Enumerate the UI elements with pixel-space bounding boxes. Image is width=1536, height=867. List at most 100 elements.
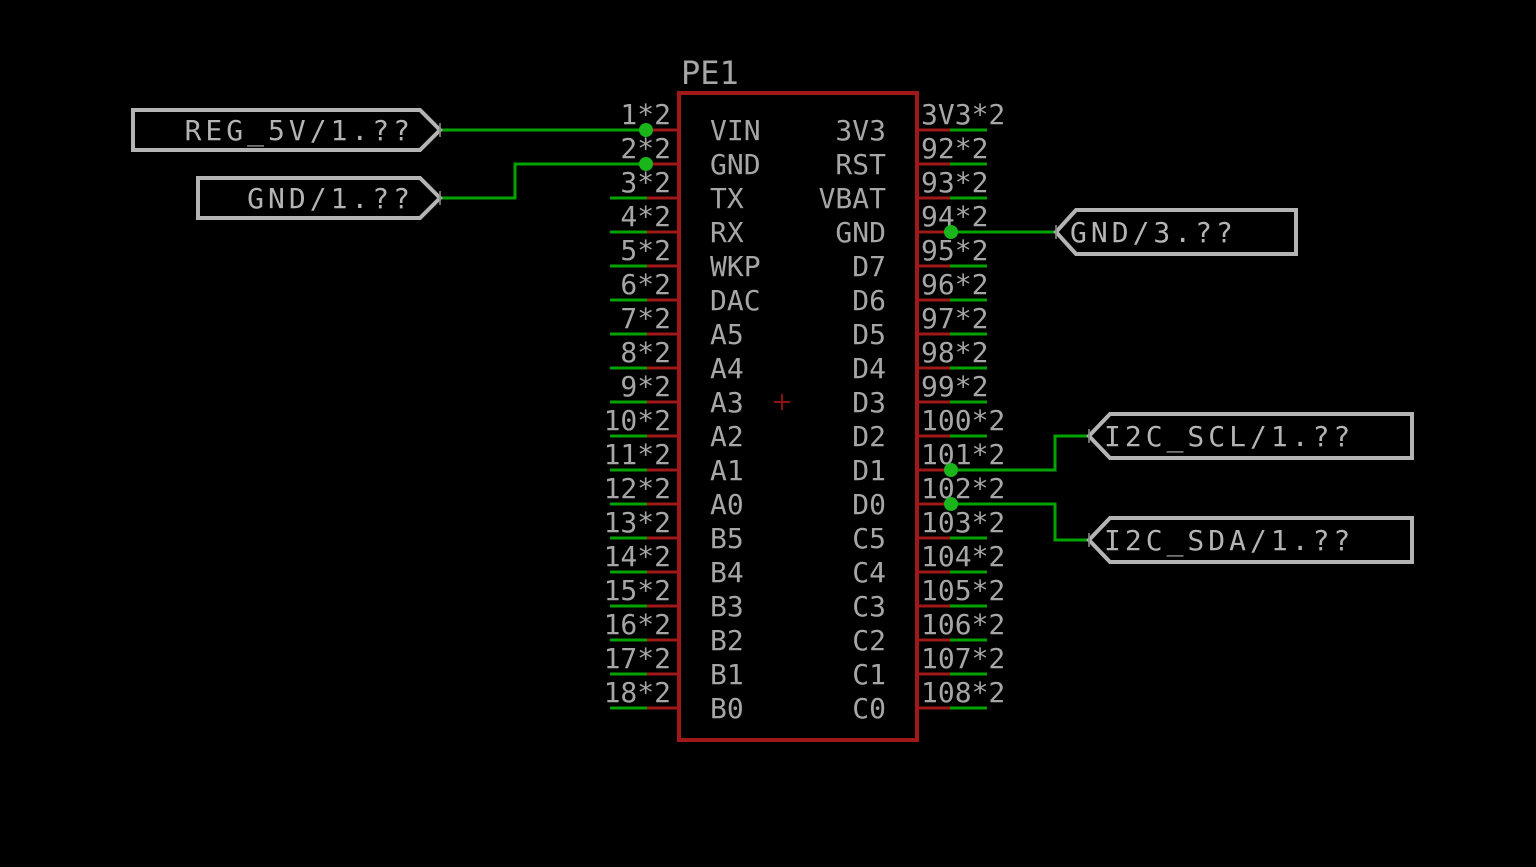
pin-row-right: 108*2C0: [852, 676, 1005, 725]
pin-row-right: 105*2 C3: [852, 574, 1005, 623]
pin-row-right: 97*2D5: [852, 302, 988, 351]
pin-number-label: 92*2: [921, 132, 988, 165]
net-flag-outline[interactable]: [196, 176, 443, 220]
pin-name-label: A0: [710, 488, 744, 521]
component-ref[interactable]: PE1: [681, 54, 739, 92]
net-flag-text: GND/3.??: [1070, 216, 1237, 249]
junction-dot: [639, 123, 653, 137]
pin-name-label: B1: [710, 658, 744, 691]
net-flag-i2c-scl[interactable]: I2C_SCL/1.??: [1086, 412, 1414, 460]
pin-number-label: 16*2: [604, 608, 671, 641]
net-flag-reg-5v[interactable]: REG_5V/1.??: [131, 108, 443, 152]
pin-row-left: 6*2 DAC: [610, 268, 761, 317]
net-flag-outline[interactable]: [1086, 412, 1414, 460]
pin-name-label: D1: [852, 454, 886, 487]
pin-number-label: 18*2: [604, 676, 671, 709]
pin-name-label: D2: [852, 420, 886, 453]
pin-row-left: 16*2 B2: [604, 608, 744, 657]
pin-number-label: 14*2: [604, 540, 671, 573]
pin-number-label: 100*2: [921, 404, 1005, 437]
net-flag-gnd-1[interactable]: GND/1.??: [196, 176, 443, 220]
net-flag-text: REG_5V/1.??: [185, 114, 414, 148]
pin-name-label: RX: [710, 216, 744, 249]
pin-number-label: 97*2: [921, 302, 988, 335]
pin-number-label: 5*2: [620, 234, 671, 267]
net-flag-outline[interactable]: [131, 108, 443, 152]
pin-name-label: C3: [852, 590, 886, 623]
junction-dot: [944, 463, 958, 477]
component-body[interactable]: [677, 91, 919, 742]
pin-number-label: 106*2: [921, 608, 1005, 641]
pin-name-label: A1: [710, 454, 744, 487]
wire-gnd-1[interactable]: [440, 162, 646, 200]
pin-name-label: GND: [835, 216, 886, 249]
pin-number-label: 98*2: [921, 336, 988, 369]
pin-number-label: 96*2: [921, 268, 988, 301]
pin-number-label: 7*2: [620, 302, 671, 335]
pin-row-right: 103*2C5: [852, 506, 1005, 555]
pin-name-label: D0: [852, 488, 886, 521]
pin-number-label: 9*2: [620, 370, 671, 403]
pin-row-right: 101*2D1: [852, 438, 1005, 487]
junction-dot: [944, 497, 958, 511]
pin-name-label: B2: [710, 624, 744, 657]
pin-row-left: 7*2 A5: [610, 302, 744, 351]
pin-number-label: 13*2: [604, 506, 671, 539]
pin-number-label: 102*2: [921, 472, 1005, 505]
pin-row-right: 99*2D3: [852, 370, 988, 419]
net-flag-gnd-3[interactable]: GND/3.??: [1053, 208, 1298, 256]
pin-number-label: 3V3*2: [921, 98, 1005, 131]
pin-row-right: 102*2 D0: [852, 472, 1005, 521]
pin-number-label: 6*2: [620, 268, 671, 301]
net-flag-i2c-sda[interactable]: I2C_SDA/1.??: [1086, 516, 1414, 564]
pin-name-label: C0: [852, 692, 886, 725]
pin-name-label: D7: [852, 250, 886, 283]
pin-row-right: 100*2 D2: [852, 404, 1005, 453]
net-flag-text: I2C_SDA/1.??: [1104, 524, 1354, 558]
pin-name-label: C1: [852, 658, 886, 691]
pin-row-left: 14*2 B4: [604, 540, 744, 589]
pin-number-label: 95*2: [921, 234, 988, 267]
pin-number-label: 12*2: [604, 472, 671, 505]
pin-name-label: C2: [852, 624, 886, 657]
pin-name-label: DAC: [710, 284, 761, 317]
pin-number-label: 104*2: [921, 540, 1005, 573]
pin-row-left: 9*2 A3: [610, 370, 744, 419]
pin-name-label: GND: [710, 148, 761, 181]
pin-name-label: B3: [710, 590, 744, 623]
pin-name-label: A5: [710, 318, 744, 351]
pin-name-label: 3V3: [835, 114, 886, 147]
pin-row-right: 107*2C1: [852, 642, 1005, 691]
pin-name-label: C5: [852, 522, 886, 555]
wire-i2c-scl[interactable]: [951, 434, 1089, 472]
net-flag-outline[interactable]: [1086, 516, 1414, 564]
pin-row-right: 104*2C4: [852, 540, 1005, 589]
junction-dot: [944, 225, 958, 239]
net-flag-outline[interactable]: [1053, 208, 1298, 256]
component-origin-cross: [774, 394, 790, 410]
pin-name-label: A3: [710, 386, 744, 419]
pin-number-label: 105*2: [921, 574, 1005, 607]
net-flag-text: I2C_SCL/1.??: [1104, 420, 1354, 454]
pin-number-label: 10*2: [604, 404, 671, 437]
pin-name-label: D6: [852, 284, 886, 317]
pin-row-right: 95*2 D7: [852, 234, 988, 283]
pin-name-label: B4: [710, 556, 744, 589]
pin-row-right: 3V3*2 3V3: [835, 98, 1005, 147]
pin-name-label: B5: [710, 522, 744, 555]
wire-i2c-sda[interactable]: [951, 502, 1089, 542]
pin-name-label: WKP: [710, 250, 761, 283]
